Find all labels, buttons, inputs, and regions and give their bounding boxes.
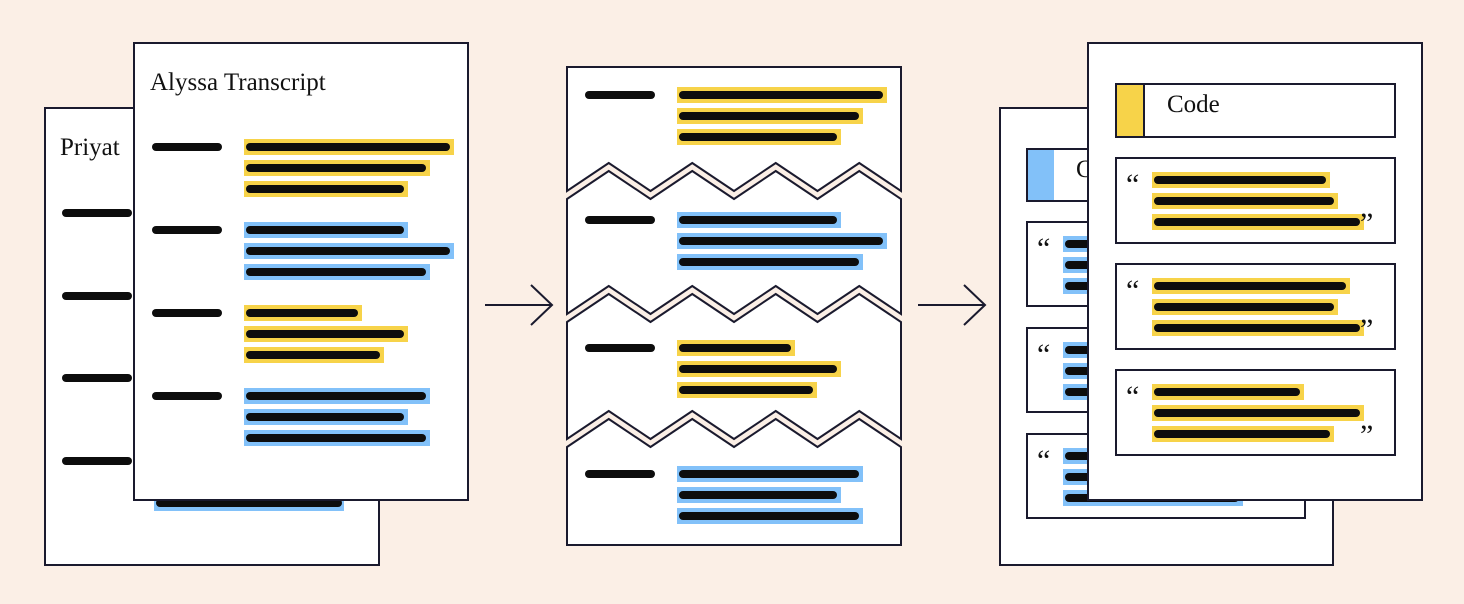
- highlighted-text-line: [677, 233, 887, 249]
- highlighted-text-line: [677, 466, 863, 482]
- highlighted-text-line: [244, 305, 362, 321]
- highlighted-text-line: [1152, 405, 1364, 421]
- highlighted-text-line: [244, 347, 384, 363]
- excerpt-strip: [566, 66, 902, 546]
- right-arrow-icon: [485, 284, 554, 326]
- highlighted-text-line: [1152, 172, 1330, 188]
- transcript-front-title: Alyssa Transcript: [150, 69, 326, 96]
- excerpt-pieces: [566, 66, 902, 546]
- quote-card: “”: [1115, 157, 1396, 244]
- highlighted-text-line: [244, 430, 430, 446]
- quote-open-mark: “: [1126, 274, 1139, 307]
- highlighted-text-line: [244, 139, 454, 155]
- right-arrow-icon: [918, 284, 987, 326]
- highlighted-text-line: [677, 87, 887, 103]
- highlighted-text-line: [244, 160, 430, 176]
- quote-open-mark: “: [1037, 338, 1050, 371]
- transcript-block: [152, 305, 408, 363]
- code-front-header: [1115, 83, 1396, 138]
- highlighted-text-line: [244, 388, 430, 404]
- code-back-swatch: [1028, 150, 1054, 200]
- highlighted-text-line: [677, 254, 863, 270]
- code-front-quotes: “”“”“”: [1115, 157, 1396, 456]
- transcript-block: [152, 222, 454, 280]
- highlighted-text-line: [244, 409, 408, 425]
- quote-card: “”: [1115, 263, 1396, 350]
- highlighted-text-line: [1152, 320, 1364, 336]
- transcript-stack: Priyat Alyssa Transcript: [44, 42, 469, 566]
- quote-close-mark: ”: [1360, 313, 1373, 346]
- quote-close-mark: ”: [1360, 419, 1373, 452]
- highlighted-text-line: [244, 264, 430, 280]
- highlighted-text-line: [1152, 299, 1338, 315]
- highlighted-text-line: [677, 508, 863, 524]
- quote-card: “”: [1115, 369, 1396, 456]
- highlighted-text-line: [244, 326, 408, 342]
- code-stack: C “”“”“” Code “”“”“”: [999, 42, 1423, 566]
- transcript-block: [152, 388, 430, 446]
- highlighted-text-line: [1152, 278, 1350, 294]
- excerpt-piece: [566, 169, 902, 316]
- highlighted-text-line: [677, 108, 863, 124]
- transcript-block: [152, 139, 454, 197]
- highlighted-text-line: [1152, 214, 1364, 230]
- quote-open-mark: “: [1126, 168, 1139, 201]
- excerpt-piece: [566, 417, 902, 546]
- quote-open-mark: “: [1037, 444, 1050, 477]
- highlighted-text-line: [1152, 384, 1304, 400]
- code-front-swatch: [1117, 85, 1144, 136]
- transcript-back-speaker-marks: [62, 209, 132, 465]
- highlighted-text-line: [677, 340, 795, 356]
- highlighted-text-line: [1152, 193, 1338, 209]
- highlighted-text-line: [677, 382, 817, 398]
- excerpt-piece: [566, 292, 902, 441]
- highlighted-text-line: [677, 487, 841, 503]
- highlighted-text-line: [1152, 426, 1334, 442]
- code-front-title: Code: [1167, 91, 1220, 118]
- excerpt-piece: [566, 66, 902, 193]
- highlighted-text-line: [677, 129, 841, 145]
- code-sheet-front: Code “”“”“”: [1087, 42, 1423, 501]
- highlighted-text-line: [244, 181, 408, 197]
- quote-close-mark: ”: [1360, 207, 1373, 240]
- highlighted-text-line: [677, 212, 841, 228]
- highlighted-text-line: [244, 222, 408, 238]
- transcript-front: Alyssa Transcript: [133, 42, 469, 501]
- transcript-back-title: Priyat: [60, 134, 120, 161]
- transcript-front-blocks: [152, 139, 454, 446]
- highlighted-text-line: [677, 361, 841, 377]
- quote-open-mark: “: [1126, 380, 1139, 413]
- quote-open-mark: “: [1037, 232, 1050, 265]
- highlighted-text-line: [244, 243, 454, 259]
